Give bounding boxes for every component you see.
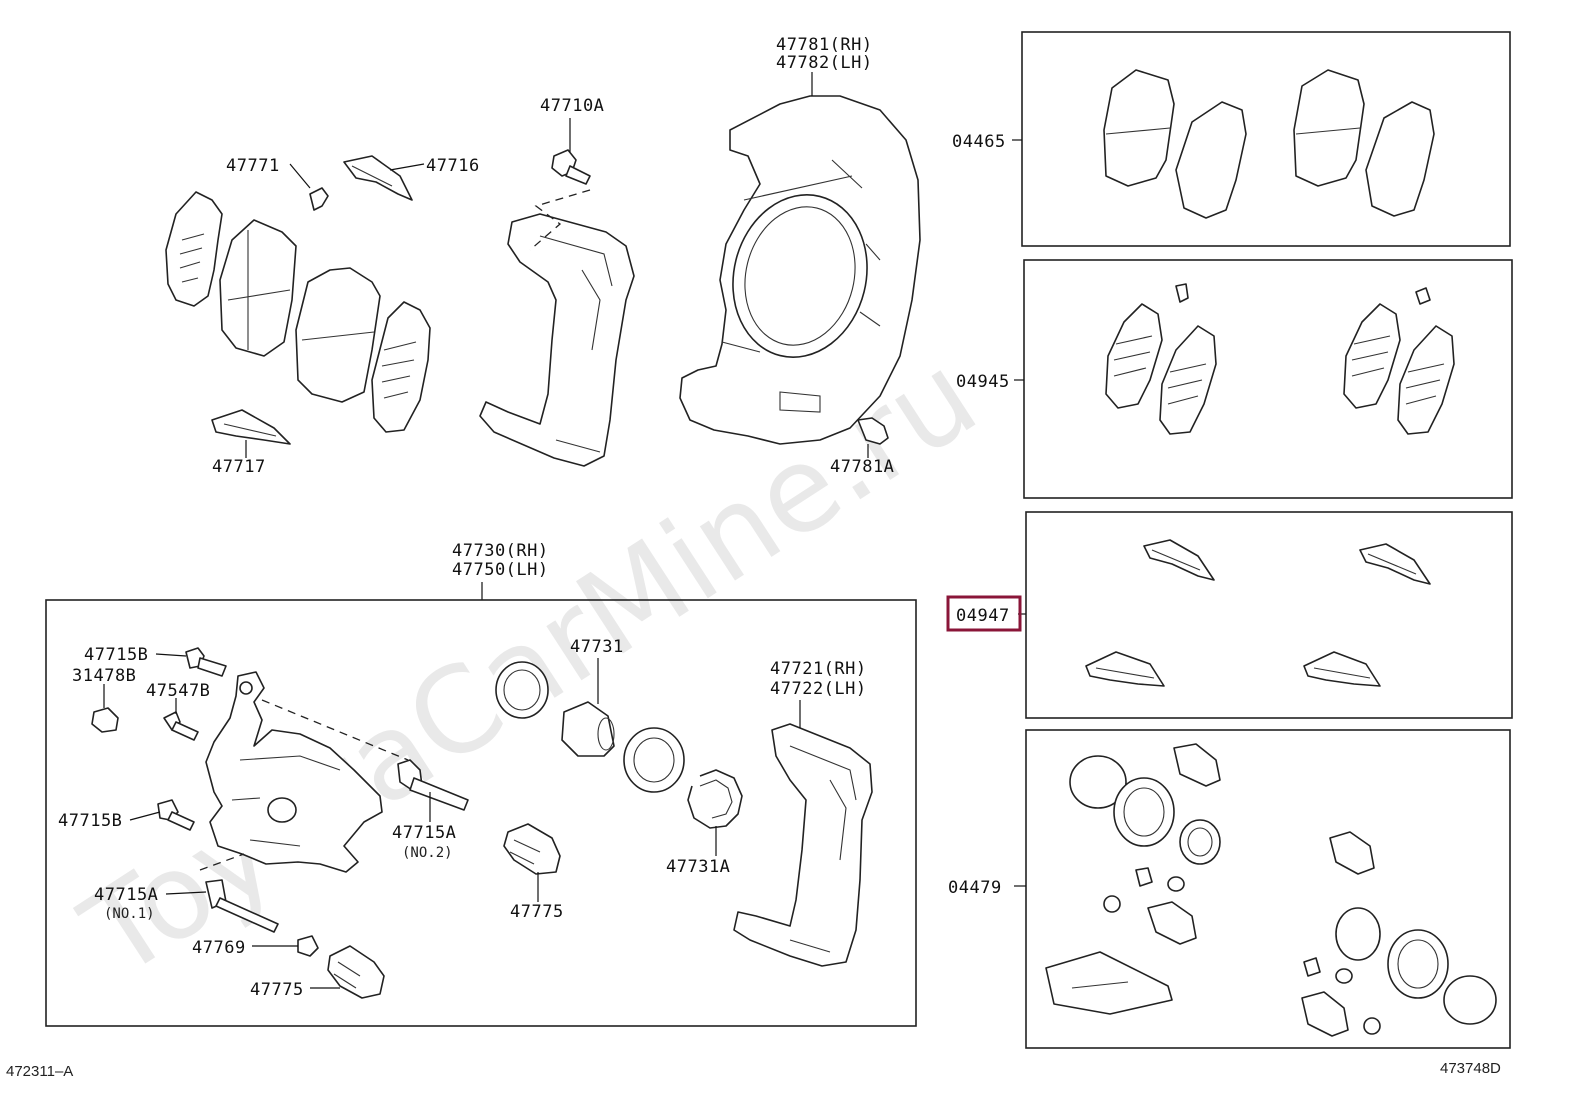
label-no2: (NO.2) <box>402 845 453 861</box>
label-47722-lh[interactable]: 47722(LH) <box>770 679 867 699</box>
label-04947[interactable]: 04947 <box>956 606 1010 626</box>
caliper-assembly-box[interactable] <box>45 599 917 1027</box>
label-47716[interactable]: 47716 <box>426 156 480 176</box>
label-04465[interactable]: 04465 <box>952 132 1006 152</box>
leader-47771 <box>289 163 311 189</box>
boot-47775-mid[interactable] <box>503 823 561 875</box>
label-47771[interactable]: 47771 <box>226 156 280 176</box>
highlight-04947 <box>946 595 1022 632</box>
boot-47775-bottom[interactable] <box>327 945 385 999</box>
kit-box-04479[interactable] <box>1025 729 1511 1049</box>
dashed-bolt-path <box>529 189 591 251</box>
slide-pin-47715A-no1[interactable] <box>205 879 279 933</box>
kit-box-04947[interactable] <box>1025 511 1513 719</box>
leader-47715B-mid <box>129 811 161 821</box>
label-47715B-mid[interactable]: 47715B <box>58 811 122 831</box>
label-47715A-no1[interactable]: 47715A <box>94 885 158 905</box>
label-47547B[interactable]: 47547B <box>146 681 210 701</box>
kit-04947-clips <box>1085 539 1431 687</box>
label-47775-bottom[interactable]: 47775 <box>250 980 304 1000</box>
cap-31478B[interactable] <box>91 707 119 733</box>
label-47781A[interactable]: 47781A <box>830 457 894 477</box>
label-04479[interactable]: 04479 <box>948 878 1002 898</box>
label-47750-lh[interactable]: 47750(LH) <box>452 560 549 580</box>
label-31478B[interactable]: 31478B <box>72 666 136 686</box>
footer-code-left: 472311–A <box>6 1063 73 1080</box>
torque-plate-47721[interactable] <box>733 723 873 967</box>
label-47715A-no2[interactable]: 47715A <box>392 823 456 843</box>
label-47731[interactable]: 47731 <box>570 637 624 657</box>
label-47715B-top[interactable]: 47715B <box>84 645 148 665</box>
label-47731A[interactable]: 47731A <box>666 857 730 877</box>
caliper-cylinder-body[interactable] <box>205 671 383 873</box>
label-47730-rh[interactable]: 47730(RH) <box>452 541 549 561</box>
bolt-47715B-mid[interactable] <box>157 799 195 831</box>
label-47781-rh[interactable]: 47781(RH) <box>776 35 873 55</box>
leader-47716 <box>389 163 425 171</box>
label-47782-lh[interactable]: 47782(LH) <box>776 53 873 73</box>
bleeder-bolt-47715B-top[interactable] <box>185 647 227 677</box>
dashed-pin-no2 <box>261 699 409 761</box>
label-47775-mid[interactable]: 47775 <box>510 902 564 922</box>
dashed-pin-no1 <box>199 853 245 871</box>
footer-code-right: 473748D <box>1440 1060 1501 1077</box>
kit-04479-seals-boots <box>1045 743 1497 1037</box>
pad-group-top-left[interactable] <box>165 155 431 445</box>
label-47769[interactable]: 47769 <box>192 938 246 958</box>
label-47710A[interactable]: 47710A <box>540 96 604 116</box>
label-47721-rh[interactable]: 47721(RH) <box>770 659 867 679</box>
slide-pin-47715A-no2[interactable] <box>397 759 469 811</box>
disc-brake-dust-cover[interactable] <box>679 95 921 445</box>
label-no1: (NO.1) <box>104 906 155 922</box>
bushing-47769[interactable] <box>297 935 319 957</box>
bleeder-47547B[interactable] <box>163 711 199 741</box>
leader-47715B-top <box>155 653 187 657</box>
kit-box-04945[interactable] <box>1023 259 1513 499</box>
kit-04465-pads <box>1103 69 1435 219</box>
label-04945[interactable]: 04945 <box>956 372 1010 392</box>
kit-box-04465[interactable] <box>1021 31 1511 247</box>
leader-47715A-no1 <box>165 891 207 895</box>
label-47717[interactable]: 47717 <box>212 457 266 477</box>
set-ring-47731A[interactable] <box>687 769 743 829</box>
caliper-mount-bracket[interactable] <box>479 149 635 467</box>
kit-04945-shims <box>1105 283 1455 435</box>
piston-seal-47731-group[interactable] <box>495 661 685 793</box>
